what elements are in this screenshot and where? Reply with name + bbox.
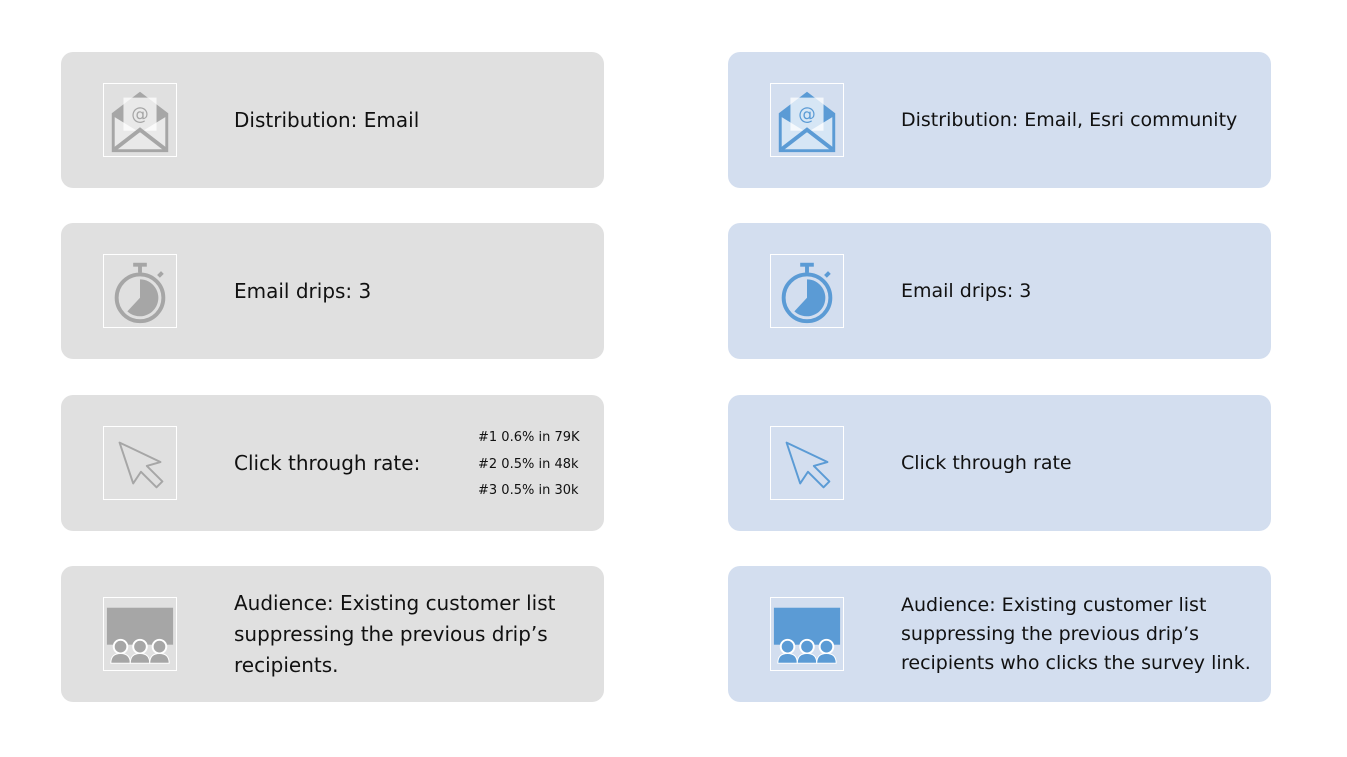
left-card-3: Click through rate: #1 0.6% in 79K #2 0.5%… <box>61 395 604 531</box>
right-card-3: Click through rate <box>728 395 1271 531</box>
right-card-1: @ Distribution: Email, Esri community <box>728 52 1271 188</box>
card-text: Click through rate <box>901 451 1072 474</box>
card-text: Audience: Existing customer list suppres… <box>901 593 1251 674</box>
left-card-2: Email drips: 3 <box>61 223 604 359</box>
right-card-4: Audience: Existing customer list suppres… <box>728 566 1271 702</box>
card-text: Email drips: 3 <box>901 279 1032 302</box>
left-card-4: Audience: Existing customer list suppres… <box>61 566 604 702</box>
left-card-1: @ Distribution: Email <box>61 52 604 188</box>
ctr-stat: #1 0.6% in 79K <box>478 430 580 445</box>
ctr-stats: #1 0.6% in 79K #2 0.5% in 48k #3 0.5% in 3… <box>478 425 580 505</box>
stopwatch-icon <box>103 254 177 328</box>
email-icon: @ <box>103 83 177 157</box>
card-text: Email drips: 3 <box>234 278 372 303</box>
card-text: Audience: Existing customer list suppres… <box>234 590 556 677</box>
email-icon: @ <box>770 83 844 157</box>
card-text: Distribution: Email <box>234 107 420 132</box>
audience-icon <box>770 597 844 671</box>
card-text: Click through rate: <box>234 450 421 475</box>
ctr-stat: #2 0.5% in 48k <box>478 456 579 472</box>
stopwatch-icon <box>770 254 844 328</box>
cursor-icon <box>770 426 844 500</box>
cursor-icon <box>103 426 177 500</box>
right-card-2: Email drips: 3 <box>728 223 1271 359</box>
card-text: Distribution: Email, Esri community <box>901 108 1238 131</box>
audience-icon <box>103 597 177 671</box>
ctr-stat: #3 0.5% in 30k <box>478 483 579 498</box>
svg-text:@: @ <box>798 105 816 125</box>
svg-text:@: @ <box>131 105 149 125</box>
